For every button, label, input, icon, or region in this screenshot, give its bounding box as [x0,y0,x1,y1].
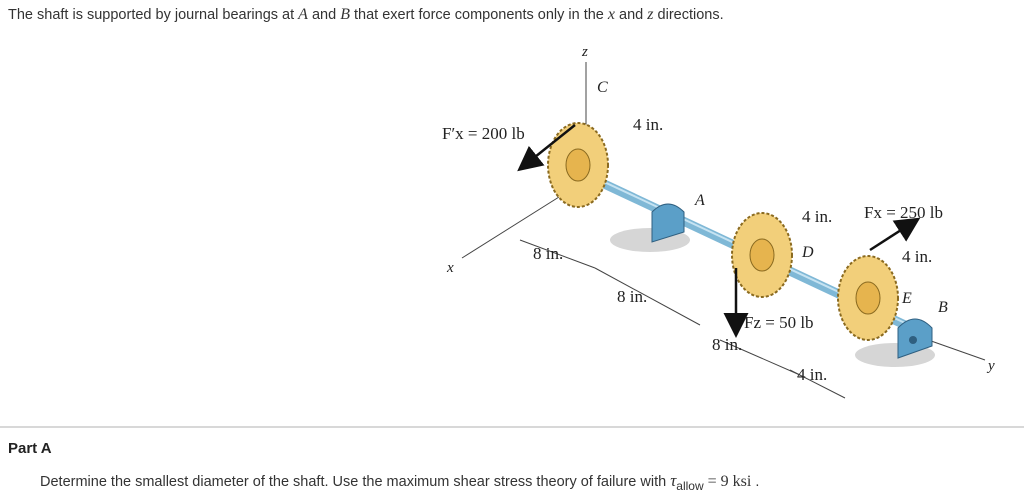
dim-8in-1-label: 8 in. [533,244,563,263]
question-body: Determine the smallest diameter of the s… [40,474,671,490]
gear-c [547,122,609,208]
problem-text-5: directions. [653,7,724,23]
point-c-label: C [597,79,608,96]
problem-statement: The shaft is supported by journal bearin… [8,6,724,24]
axis-z-label: z [581,44,588,60]
dim-e-4in-label: 4 in. [797,365,827,384]
math-var-z: z [647,6,654,23]
math-var-x: x [607,6,616,23]
point-e-label: E [901,290,912,307]
problem-text-3: that exert force components only in the [349,7,608,23]
problem-text-4: and [615,7,648,23]
math-var-B: B [340,6,350,23]
math-var-A: A [298,6,308,23]
dim-8in-3-label: 8 in. [712,335,742,354]
dim-line-1 [519,239,596,269]
shaft-figure: z x y C A D E B F′x = 200 lb Fz = 50 lb … [442,44,995,399]
dim-d-4in-label: 4 in. [802,207,832,226]
bearing-b-hole [909,336,917,344]
point-d-label: D [801,244,814,261]
force-fx-prime-label: F′x = 200 lb [442,124,525,143]
dim-line-3 [719,339,801,376]
force-fx-label: Fx = 250 lb [864,203,943,222]
dim-line-2 [594,267,701,326]
problem-text-1: The shaft is supported by journal bearin… [8,7,299,23]
dim-b-4in-label: 4 in. [902,247,932,266]
problem-text-2: and [307,7,341,23]
tau-subscript: allow [676,479,704,493]
point-b-label: B [938,299,948,316]
gear-e [837,255,899,341]
dim-8in-2-label: 8 in. [617,287,647,306]
question-period: . [751,474,760,490]
bearing-a [651,203,685,243]
question-text: Determine the smallest diameter of the s… [40,471,759,493]
force-fx-prime-arrow [517,124,576,172]
part-title: Part A [8,440,52,457]
axis-x-label: x [446,260,454,276]
dim-line-4 [789,369,846,399]
gear-d [731,212,793,298]
section-divider [0,426,1024,428]
force-fz-label: Fz = 50 lb [744,313,814,332]
dim-c-4in-label: 4 in. [633,115,663,134]
point-a-label: A [694,192,705,209]
force-fx-arrow [869,217,921,252]
axis-y-label: y [986,358,995,374]
tau-symbol: τ [670,471,677,490]
tau-value: = 9 ksi [703,473,752,490]
